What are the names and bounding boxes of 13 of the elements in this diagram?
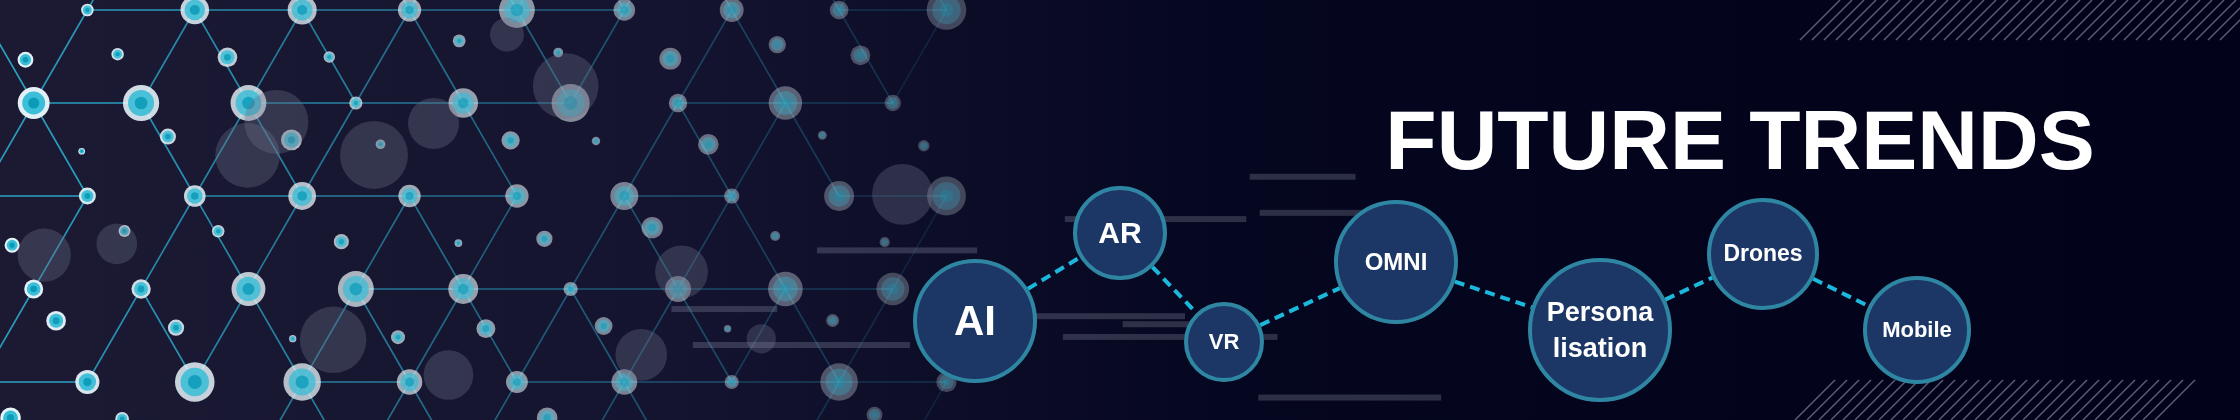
dashed-connector xyxy=(1259,286,1341,327)
trend-circle xyxy=(1184,302,1264,382)
dashed-connector xyxy=(1664,275,1714,302)
title: FUTURE TRENDS xyxy=(1384,92,2096,188)
node-label: OMNI xyxy=(1364,246,1428,277)
node-label: AI xyxy=(954,295,996,346)
node-label: Mobile xyxy=(1882,316,1952,345)
node-label: Persona lisation xyxy=(1545,295,1655,365)
dashed-connector xyxy=(1026,255,1081,291)
node-label: Drones xyxy=(1723,239,1803,269)
node-label: VR xyxy=(1208,328,1240,357)
node-label: AR xyxy=(1098,214,1142,251)
dashed-connector xyxy=(1454,279,1533,310)
